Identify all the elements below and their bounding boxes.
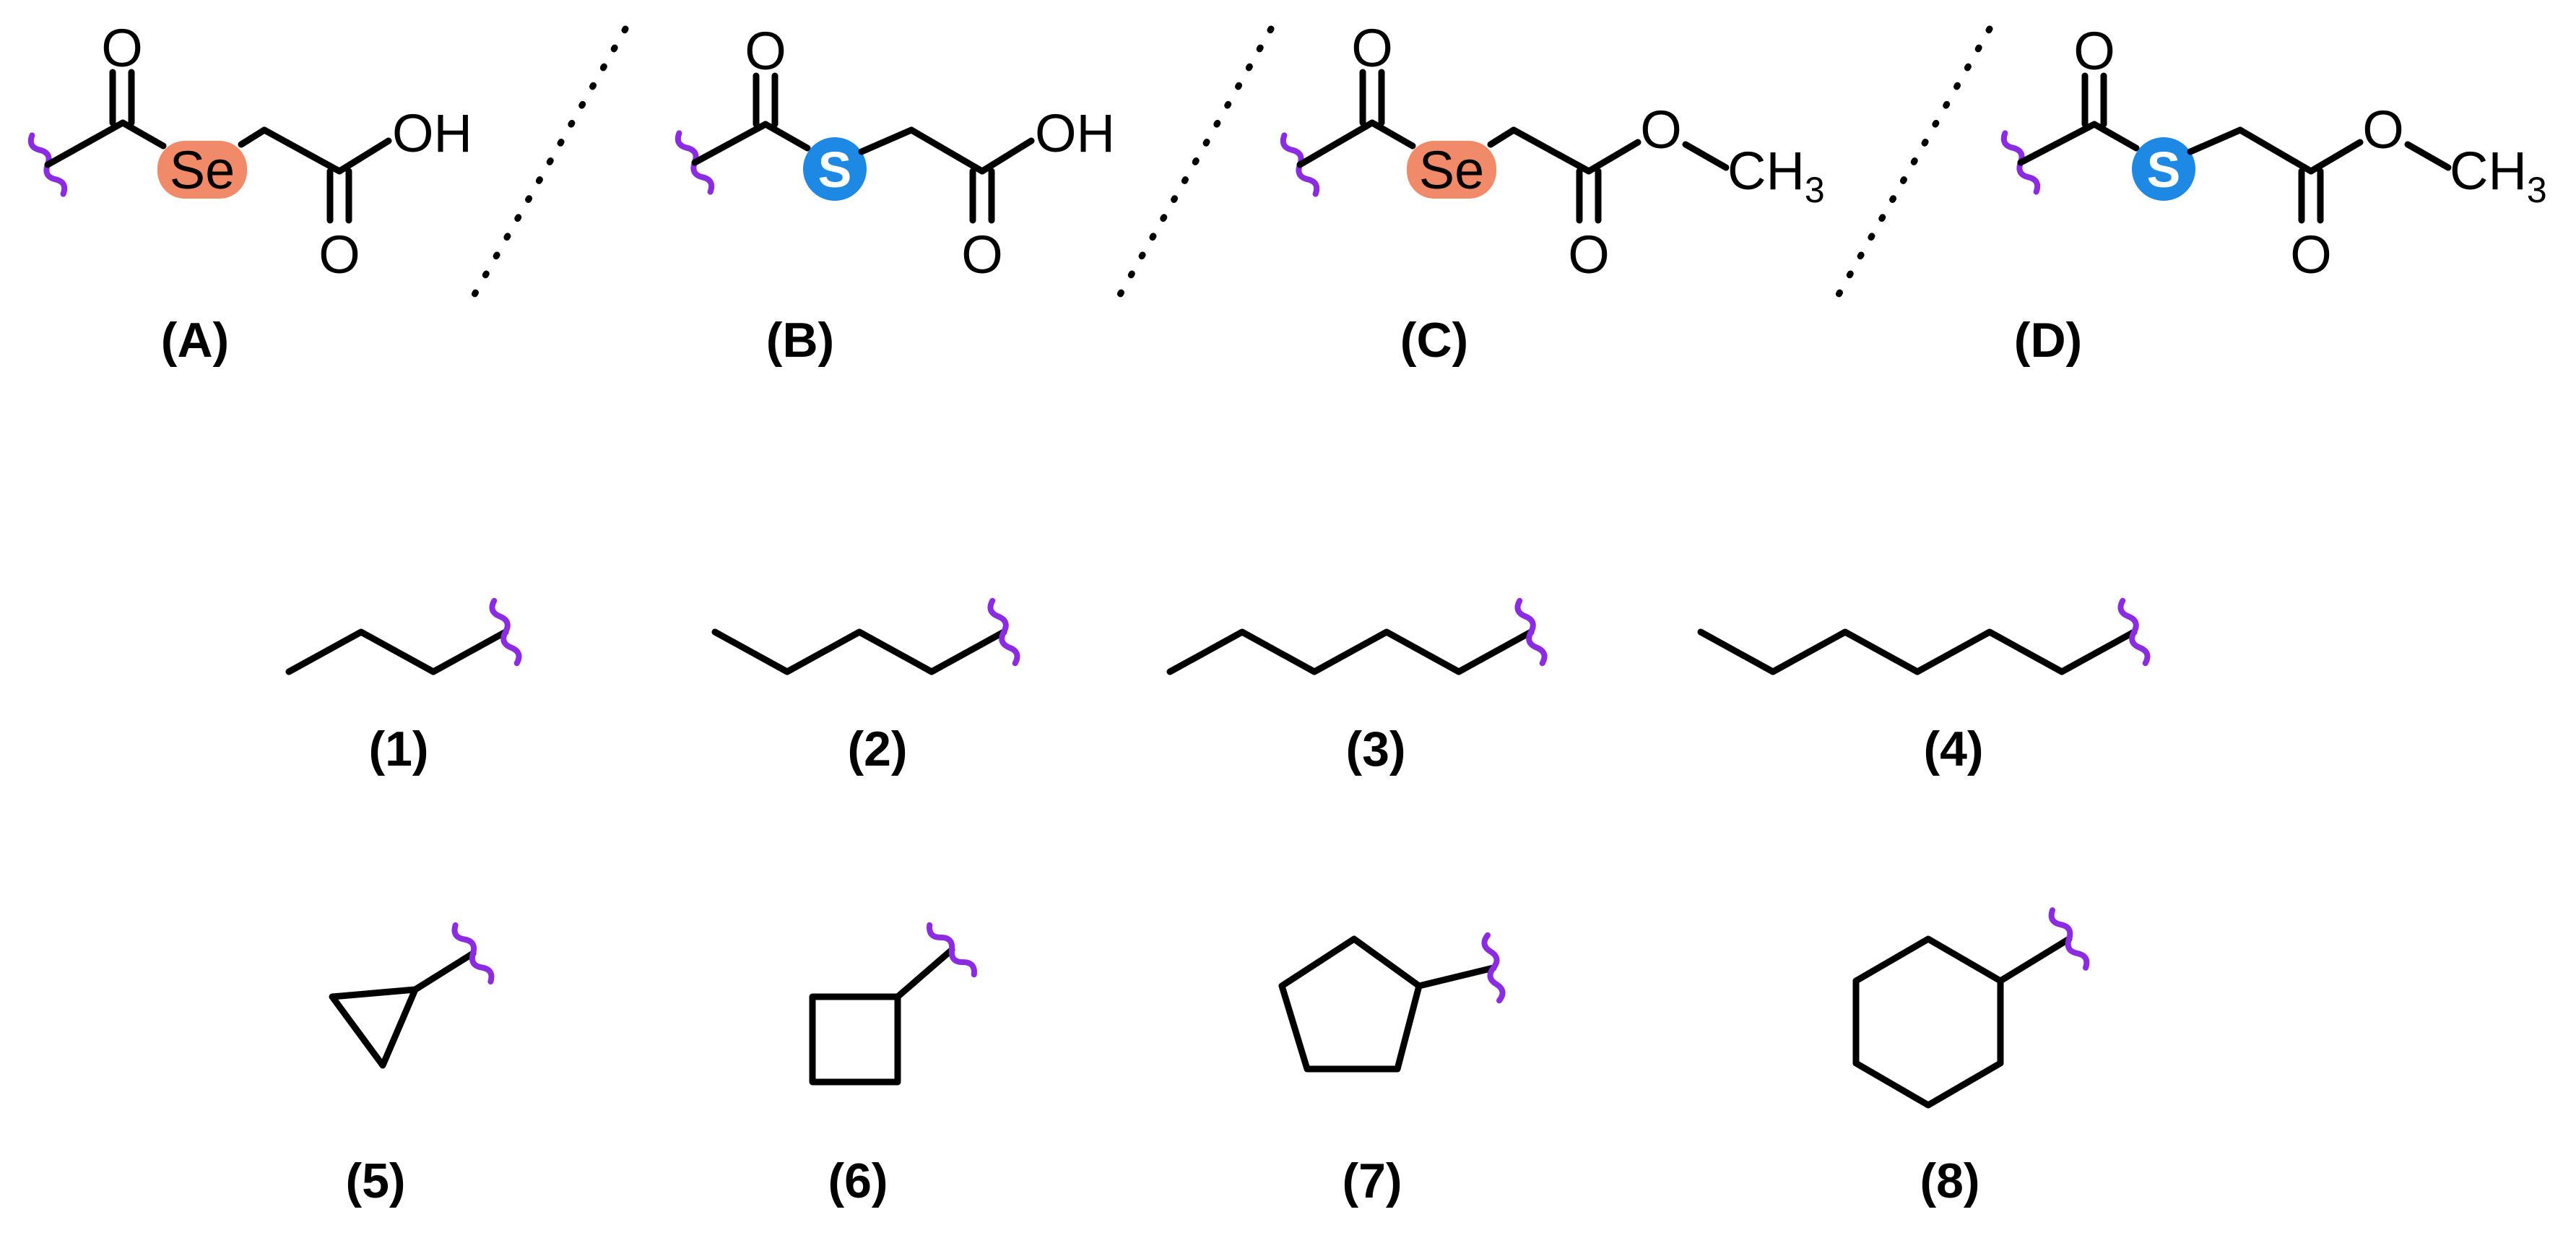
carbonyl-oxygen-atom: O <box>745 21 786 81</box>
bond <box>979 137 1035 175</box>
label-5: (5) <box>345 1153 405 1208</box>
carbonyl-oxygen-atom: O <box>2073 21 2115 81</box>
carbonyl-oxygen-atom: O <box>961 225 1003 285</box>
selenium-highlight <box>1407 141 1496 199</box>
selenium-highlight <box>157 141 247 199</box>
bond <box>2187 126 2244 155</box>
carbonyl-oxygen-atom: O <box>1568 225 1610 285</box>
hydroxyl-group: OH <box>1035 103 1115 163</box>
linker-b-structure: O S O OH (B) <box>675 21 1115 368</box>
linker-c-structure: O Se O O CH3 (C) <box>1280 18 1825 368</box>
alkyl-chain <box>1697 628 2138 675</box>
group-6-structure: (6) <box>809 922 978 1208</box>
sulfur-atom: S <box>2147 142 2181 198</box>
bond <box>2307 139 2364 175</box>
bond <box>1369 119 1416 150</box>
alkyl-chain <box>1166 628 1535 675</box>
attachment-point-icon <box>1515 599 1547 665</box>
cyclopentyl-ring <box>1278 935 1423 1073</box>
carbonyl-oxygen-atom: O <box>101 18 143 78</box>
bond <box>2017 121 2098 166</box>
bond <box>1296 119 1376 168</box>
alkyl-chain <box>711 628 1007 675</box>
attachment-point-icon <box>2118 599 2150 665</box>
group-2-structure: (2) <box>711 599 1020 776</box>
cyclopropyl-ring <box>329 986 419 1069</box>
hydroxyl-group: OH <box>392 103 472 163</box>
label-4: (4) <box>1923 722 1983 776</box>
separator-line <box>466 25 629 307</box>
group-1-structure: (1) <box>285 599 521 776</box>
attachment-point-icon <box>2048 908 2089 970</box>
group-3-structure: (3) <box>1166 599 1547 776</box>
bond <box>2091 121 2140 152</box>
label-7: (7) <box>1342 1153 1402 1208</box>
label-a: (A) <box>161 313 229 368</box>
alkyl-chain <box>285 628 509 675</box>
bond <box>2404 141 2452 171</box>
bond <box>1682 141 1730 171</box>
bond <box>119 119 167 150</box>
group-8-structure: (8) <box>1852 908 2090 1208</box>
label-1: (1) <box>368 722 428 776</box>
label-6: (6) <box>828 1153 888 1208</box>
attachment-point-icon <box>988 599 1020 665</box>
methyl-carbon: CH <box>1727 141 1805 201</box>
label-2: (2) <box>847 722 907 776</box>
methyl-group: CH3 <box>1727 141 1825 210</box>
bond <box>1415 964 1497 990</box>
label-c: (C) <box>1400 313 1468 368</box>
bond <box>2237 126 2315 175</box>
selenium-atom: Se <box>170 140 235 200</box>
bond <box>44 119 126 168</box>
cyclobutyl-ring <box>809 993 901 1086</box>
ester-oxygen-atom: O <box>1640 100 1682 160</box>
sulfur-highlight <box>803 137 867 201</box>
bond <box>336 137 392 175</box>
selenium-atom: Se <box>1419 140 1485 200</box>
linker-a-structure: O Se O OH (A) <box>28 18 472 368</box>
bond <box>412 950 477 993</box>
sulfur-highlight <box>2132 137 2195 201</box>
group-4-structure: (4) <box>1697 599 2150 776</box>
label-d: (D) <box>2014 313 2082 368</box>
label-b: (B) <box>766 313 834 368</box>
group-7-structure: (7) <box>1278 935 1504 1208</box>
methyl-subscript: 3 <box>2527 170 2547 210</box>
cyclohexyl-ring <box>1852 935 2004 1109</box>
methyl-group: CH3 <box>2450 141 2547 210</box>
carbonyl-oxygen-atom: O <box>2290 225 2332 285</box>
ester-oxygen-atom: O <box>2362 100 2404 160</box>
bond <box>1487 126 1517 148</box>
bond <box>261 126 343 175</box>
label-8: (8) <box>1920 1153 1979 1208</box>
bond <box>691 121 769 166</box>
attachment-point-icon <box>490 599 521 665</box>
bond <box>908 126 986 175</box>
sulfur-atom: S <box>818 142 852 198</box>
carbonyl-oxygen-atom: O <box>318 225 360 285</box>
bond <box>1585 139 1642 175</box>
label-3: (3) <box>1345 722 1405 776</box>
separator-line <box>1830 25 1993 307</box>
separator-line <box>1111 25 1275 307</box>
bond <box>858 126 915 155</box>
carbonyl-oxygen-atom: O <box>1351 18 1393 78</box>
methyl-subscript: 3 <box>1805 170 1825 210</box>
attachment-point-icon <box>451 923 495 984</box>
bond <box>1510 126 1592 175</box>
linker-d-structure: O S O O CH3 (D) <box>2001 21 2547 368</box>
bond <box>1997 935 2073 984</box>
bond <box>762 121 811 152</box>
methyl-carbon: CH <box>2450 141 2527 201</box>
bond <box>238 126 268 148</box>
bond <box>894 946 955 1000</box>
group-5-structure: (5) <box>329 923 495 1208</box>
